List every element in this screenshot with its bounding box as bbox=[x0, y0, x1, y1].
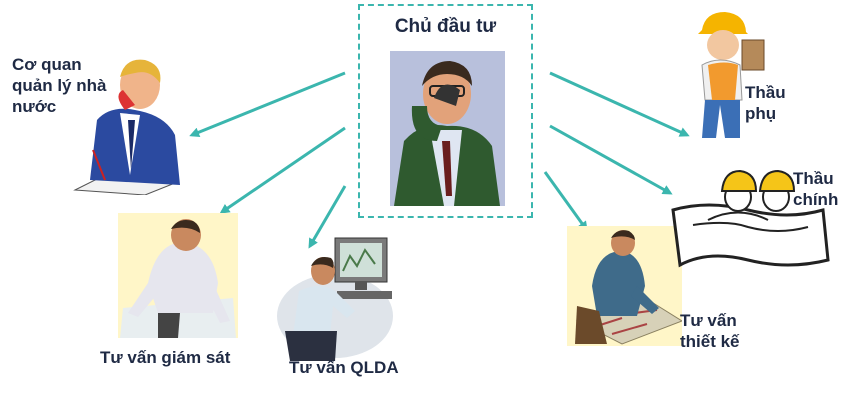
arrow-to-supervision bbox=[219, 126, 346, 214]
supervisor-at-table-icon bbox=[118, 213, 238, 338]
contractors-with-blueprint-icon bbox=[671, 169, 830, 268]
main-contractor-label: Thầu chính bbox=[793, 169, 839, 209]
pm-consultant-label: Tư vấn QLDA bbox=[289, 358, 399, 377]
subcontractor-label: Thầu phụ bbox=[745, 83, 786, 123]
state-agency-label: Cơ quan quản lý nhà nước bbox=[12, 55, 107, 116]
design-consultant-label: Tư vấn thiết kế bbox=[680, 311, 740, 351]
computer-worker-icon bbox=[277, 237, 393, 361]
arrow-to-pm-consultant bbox=[308, 185, 347, 249]
arrow-to-state-agency bbox=[189, 71, 346, 138]
designer-at-blueprints-icon bbox=[567, 226, 682, 346]
worker-with-clipboard-icon bbox=[698, 12, 765, 138]
arrow-to-subcontractor bbox=[549, 71, 690, 137]
owner-title: Chủ đầu tư bbox=[394, 16, 497, 37]
arrow-to-main-contractor bbox=[549, 124, 673, 195]
official-on-phone-icon bbox=[73, 59, 180, 195]
owner-node: Chủ đầu tư bbox=[358, 4, 533, 218]
arrow-to-design-consultant bbox=[543, 171, 588, 232]
supervision-label: Tư vấn giám sát bbox=[100, 348, 231, 367]
man-on-phone-icon bbox=[390, 51, 505, 206]
